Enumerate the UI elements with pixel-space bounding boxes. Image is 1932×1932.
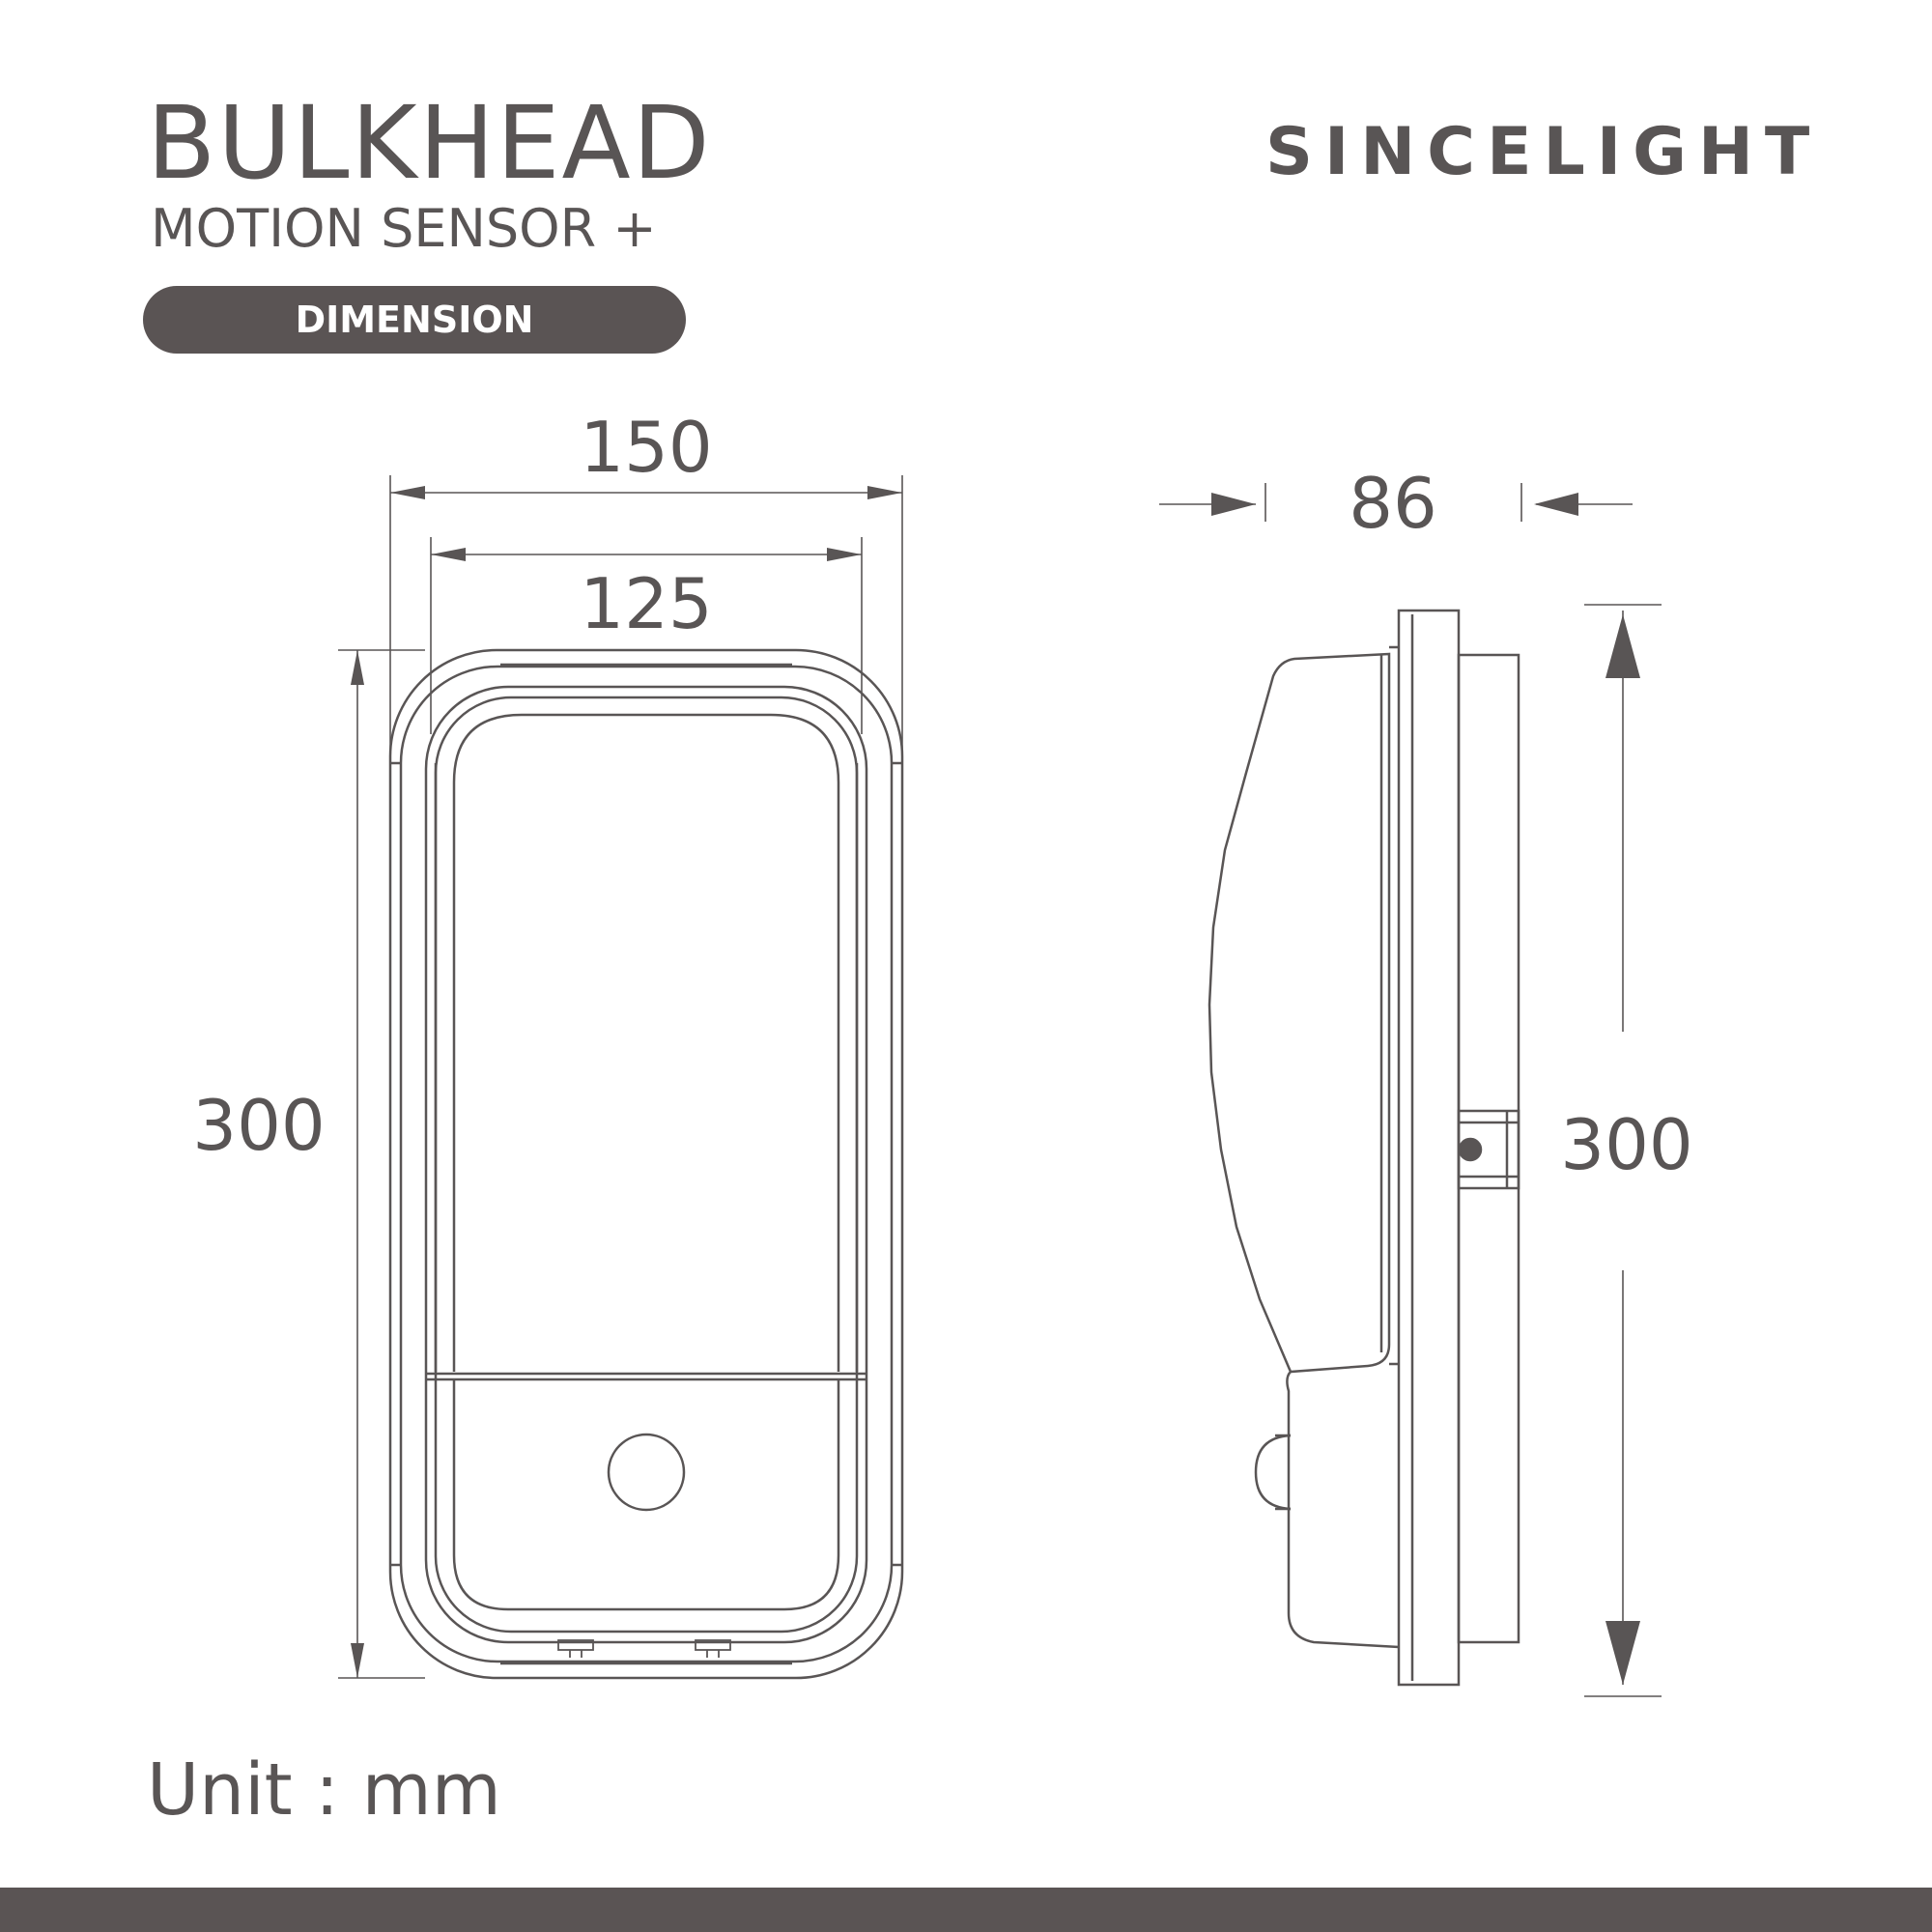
dimension-badge: DIMENSION: [143, 286, 686, 354]
front-motion-sensor-icon: [607, 1433, 686, 1512]
front-inner-frame-2: [434, 696, 859, 1634]
product-title: BULKHEAD: [147, 84, 712, 202]
side-diffuser-profile: [1208, 652, 1391, 1374]
side-dimension-lines: [1159, 483, 1662, 1697]
dimension-badge-label: DIMENSION: [295, 298, 534, 341]
side-motion-sensor-dome: [1254, 1434, 1292, 1511]
side-dimension-arrows: [1211, 493, 1640, 1685]
front-outer-lip: [399, 665, 894, 1663]
front-dimension-arrows: [351, 486, 902, 1678]
dim-label-outer-width: 150: [580, 407, 712, 488]
side-mount-plate: [1397, 609, 1461, 1687]
front-view: [388, 648, 904, 1680]
side-clip-screw: [1458, 1137, 1483, 1162]
dim-label-inner-width: 125: [580, 563, 712, 644]
front-outer-housing: [388, 648, 904, 1680]
front-bottom-screws: [557, 1639, 731, 1658]
product-subtitle: MOTION SENSOR +: [151, 198, 657, 259]
unit-label: Unit : mm: [147, 1748, 501, 1832]
dim-label-front-height: 300: [192, 1085, 325, 1166]
brand-logo: SINCELIGHT: [1265, 114, 1822, 190]
front-inner-frame: [424, 685, 868, 1644]
side-sensor-housing: [1286, 1371, 1400, 1649]
dim-label-depth: 86: [1349, 463, 1437, 544]
front-dimension-lines: [338, 475, 903, 1679]
side-view: [1208, 609, 1520, 1687]
front-sensor-compartment: [452, 1379, 840, 1611]
front-diffuser-panel: [452, 713, 840, 1372]
dim-label-side-height: 300: [1560, 1104, 1692, 1185]
footer-bar: [0, 1888, 1932, 1932]
